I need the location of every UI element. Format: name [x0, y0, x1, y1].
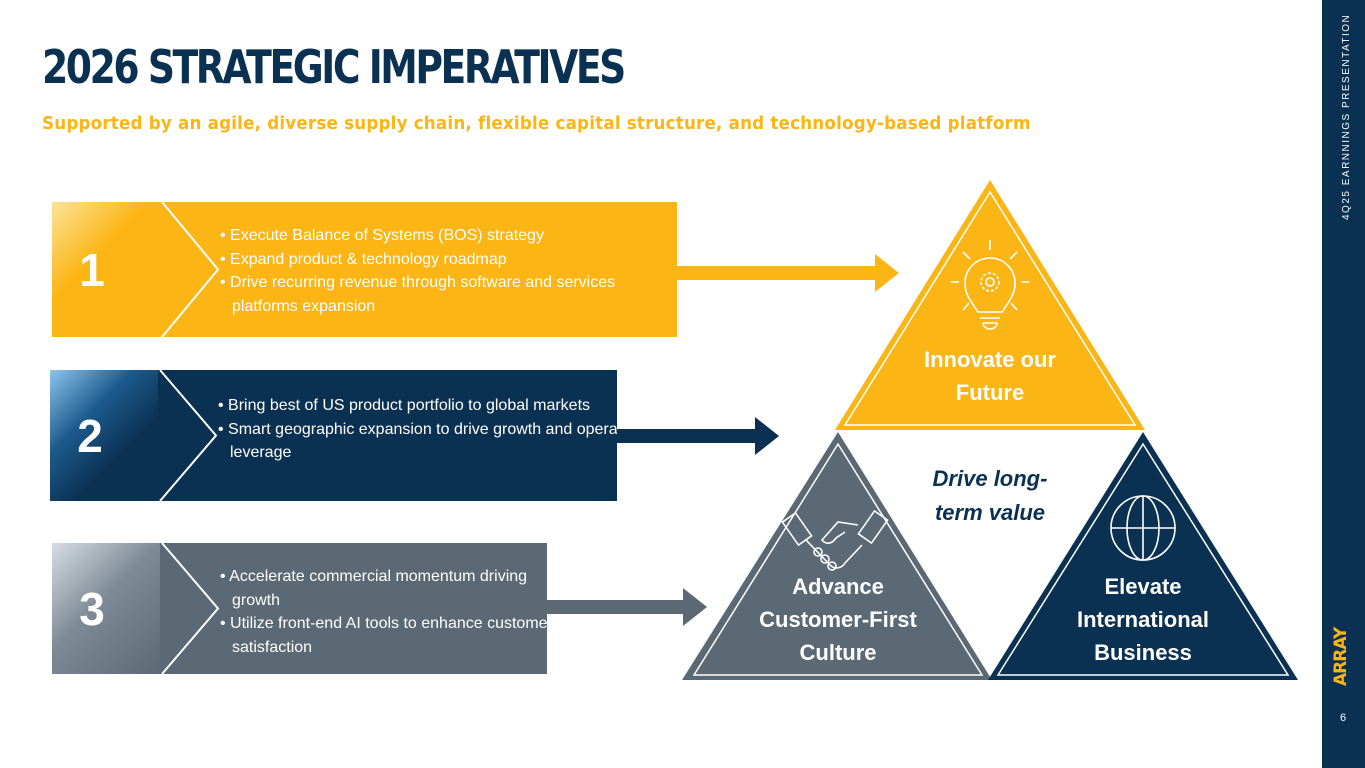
imperative-number: 3	[52, 543, 162, 674]
bullet: • Execute Balance of Systems (BOS) strat…	[220, 227, 544, 244]
arrow-right-icon	[547, 588, 707, 626]
handshake-icon	[781, 509, 889, 571]
bullet: • Expand product & technology roadmap	[220, 250, 507, 268]
pillar-international-label: Elevate International Business	[1076, 574, 1209, 665]
pillar-customer-label: Advance Customer-First Culture	[759, 574, 917, 665]
lightbulb-gear-icon	[951, 240, 1029, 330]
arrow-right-icon	[617, 417, 779, 455]
chevron-divider	[158, 370, 218, 501]
chevron-divider	[160, 202, 220, 337]
page-subtitle: Supported by an agile, diverse supply ch…	[42, 113, 1031, 134]
bullet: • Accelerate commercial momentum driving…	[220, 568, 528, 609]
bullet: • Smart geographic expansion to drive gr…	[218, 420, 644, 462]
center-statement: Drive long-term value	[932, 466, 1048, 525]
page-title: 2026 STRATEGIC IMPERATIVES	[42, 40, 626, 94]
arrow-right-icon	[677, 254, 899, 292]
imperative-number: 1	[52, 202, 162, 337]
bullet: • Bring best of US product portfolio to …	[218, 397, 591, 414]
imperative-2: 2 • Bring best of US product portfolio t…	[50, 370, 643, 501]
pillar-innovate-label: Innovate our Future	[923, 347, 1056, 405]
imperative-number: 2	[50, 370, 160, 501]
triangle-innovate	[835, 180, 1145, 430]
bullet: • Drive recurring revenue through softwa…	[220, 274, 616, 315]
page-number: 6	[1339, 712, 1347, 724]
bullet: • Utilize front-end AI tools to enhance …	[220, 615, 553, 656]
imperative-1: 1 • Execute Balance of Systems (BOS) str…	[52, 202, 677, 337]
chevron-divider	[160, 543, 220, 674]
triangle-customer	[682, 432, 992, 680]
imperative-3: 3 • Accelerate commercial momentum drivi…	[52, 543, 553, 674]
sidebar	[1322, 0, 1365, 768]
globe-icon	[1110, 495, 1176, 561]
